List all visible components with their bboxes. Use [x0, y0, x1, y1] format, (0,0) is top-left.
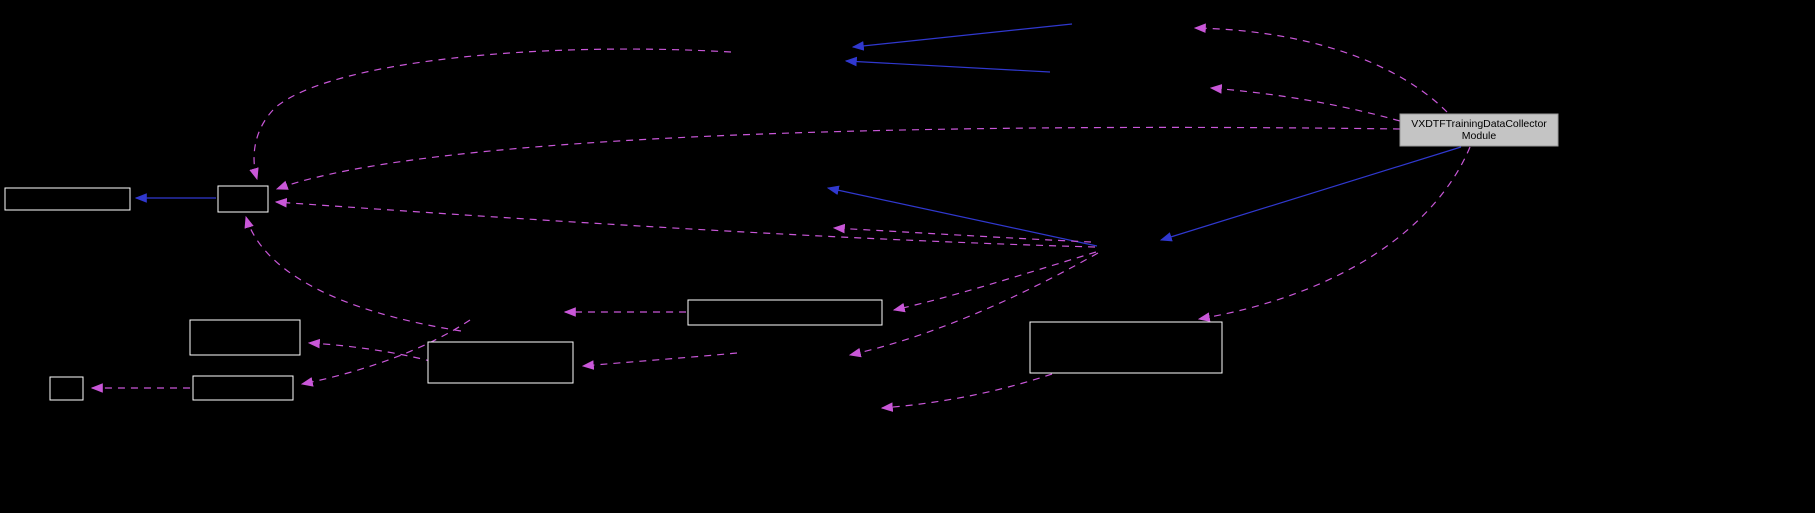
node-box-8[interactable]	[192, 375, 294, 401]
dependency-edge-n6-bottom	[880, 373, 1053, 412]
inheritance-edge-main	[1159, 146, 1462, 242]
dependency-edge-hub-left	[848, 252, 1099, 358]
dependency-edge-n2-bottom	[244, 215, 462, 332]
node-box-6[interactable]	[1029, 321, 1223, 374]
dependency-edge-hub-n5	[892, 251, 1097, 313]
node-box-4[interactable]	[427, 341, 574, 384]
main-node-box	[1399, 113, 1559, 147]
node-box-2[interactable]	[217, 185, 269, 213]
dependency-edge-topright	[1193, 23, 1448, 113]
dependency-edge-to-n4	[581, 352, 738, 370]
inheritance-edge-top-a	[851, 23, 1073, 51]
dependency-edge-hub-mid	[832, 223, 1092, 243]
node-box-5[interactable]	[687, 299, 883, 326]
inheritance-edge-hub	[826, 185, 1098, 247]
dependency-edge-main-n6	[1197, 146, 1471, 322]
dependency-edge-longleft	[275, 126, 1401, 190]
node-box-7[interactable]	[49, 376, 84, 401]
node-box-1[interactable]	[4, 187, 131, 211]
inheritance-edge-top-b	[844, 56, 1051, 73]
dependency-edge-hub-n2	[274, 197, 1096, 248]
edges-layer	[90, 23, 1471, 412]
node-box-3[interactable]	[189, 319, 301, 356]
dependency-edge-upleft	[1209, 84, 1401, 122]
dependency-edge-sweep	[249, 48, 732, 181]
